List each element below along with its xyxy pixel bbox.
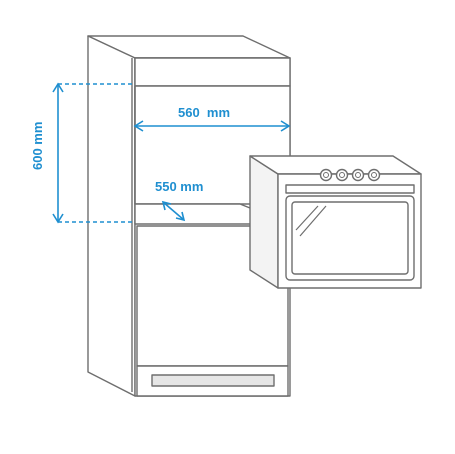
width-label: 560 mm: [178, 105, 230, 120]
depth-arrow-bottom: [175, 211, 186, 222]
dimension-lines: [52, 82, 291, 224]
cabinet-side-panel: [87, 35, 136, 397]
width-arrow-right: [280, 120, 291, 132]
plinth-vent: [151, 374, 275, 387]
oven-glass: [291, 201, 409, 275]
oven-control-panel: [285, 184, 415, 194]
cabinet-upper-shelf: [134, 57, 291, 87]
oven-top: [249, 155, 422, 175]
oven-knob-center: [355, 172, 361, 178]
depth-dimension-line: [162, 201, 185, 221]
glass-glare-1: [295, 205, 319, 231]
oven-knob-center: [323, 172, 329, 178]
height-label: 600 mm: [30, 122, 45, 170]
oven-side: [249, 155, 279, 289]
depth-arrow-top: [161, 200, 172, 211]
width-arrow-left: [133, 120, 144, 132]
glass-glare-2: [299, 205, 327, 237]
tall-cabinet: [87, 35, 291, 397]
oven-knob-center: [371, 172, 377, 178]
depth-label: 550 mm: [155, 179, 203, 194]
built-in-oven: [249, 155, 422, 289]
oven-knob-center: [339, 172, 345, 178]
oven-knobs: [319, 168, 381, 182]
